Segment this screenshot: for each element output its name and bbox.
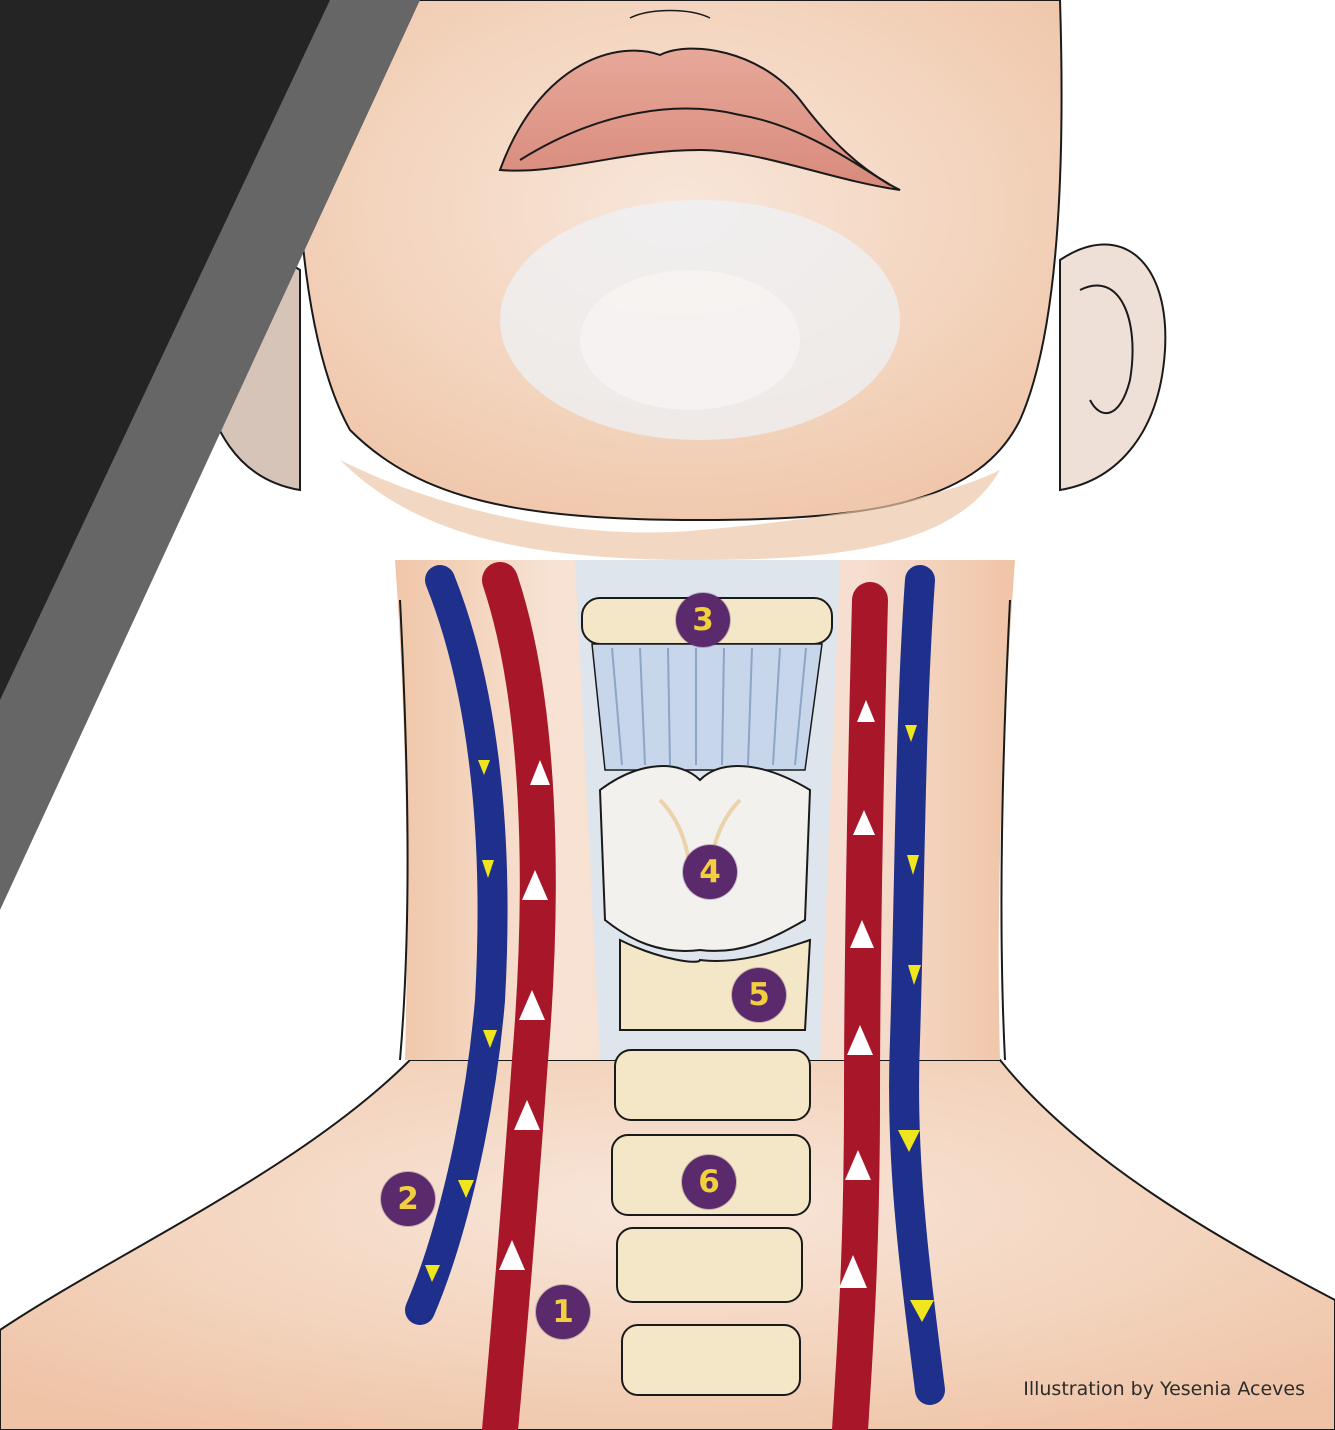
marker-5: 5 — [732, 968, 786, 1022]
marker-6: 6 — [682, 1155, 736, 1209]
marker-4: 4 — [683, 845, 737, 899]
illustration-credit: Illustration by Yesenia Aceves — [1023, 1378, 1305, 1400]
marker-2: 2 — [381, 1172, 435, 1226]
right-carotid-artery — [850, 600, 870, 1430]
marker-3: 3 — [676, 593, 730, 647]
marker-1: 1 — [536, 1285, 590, 1339]
right-ear — [1060, 244, 1165, 490]
